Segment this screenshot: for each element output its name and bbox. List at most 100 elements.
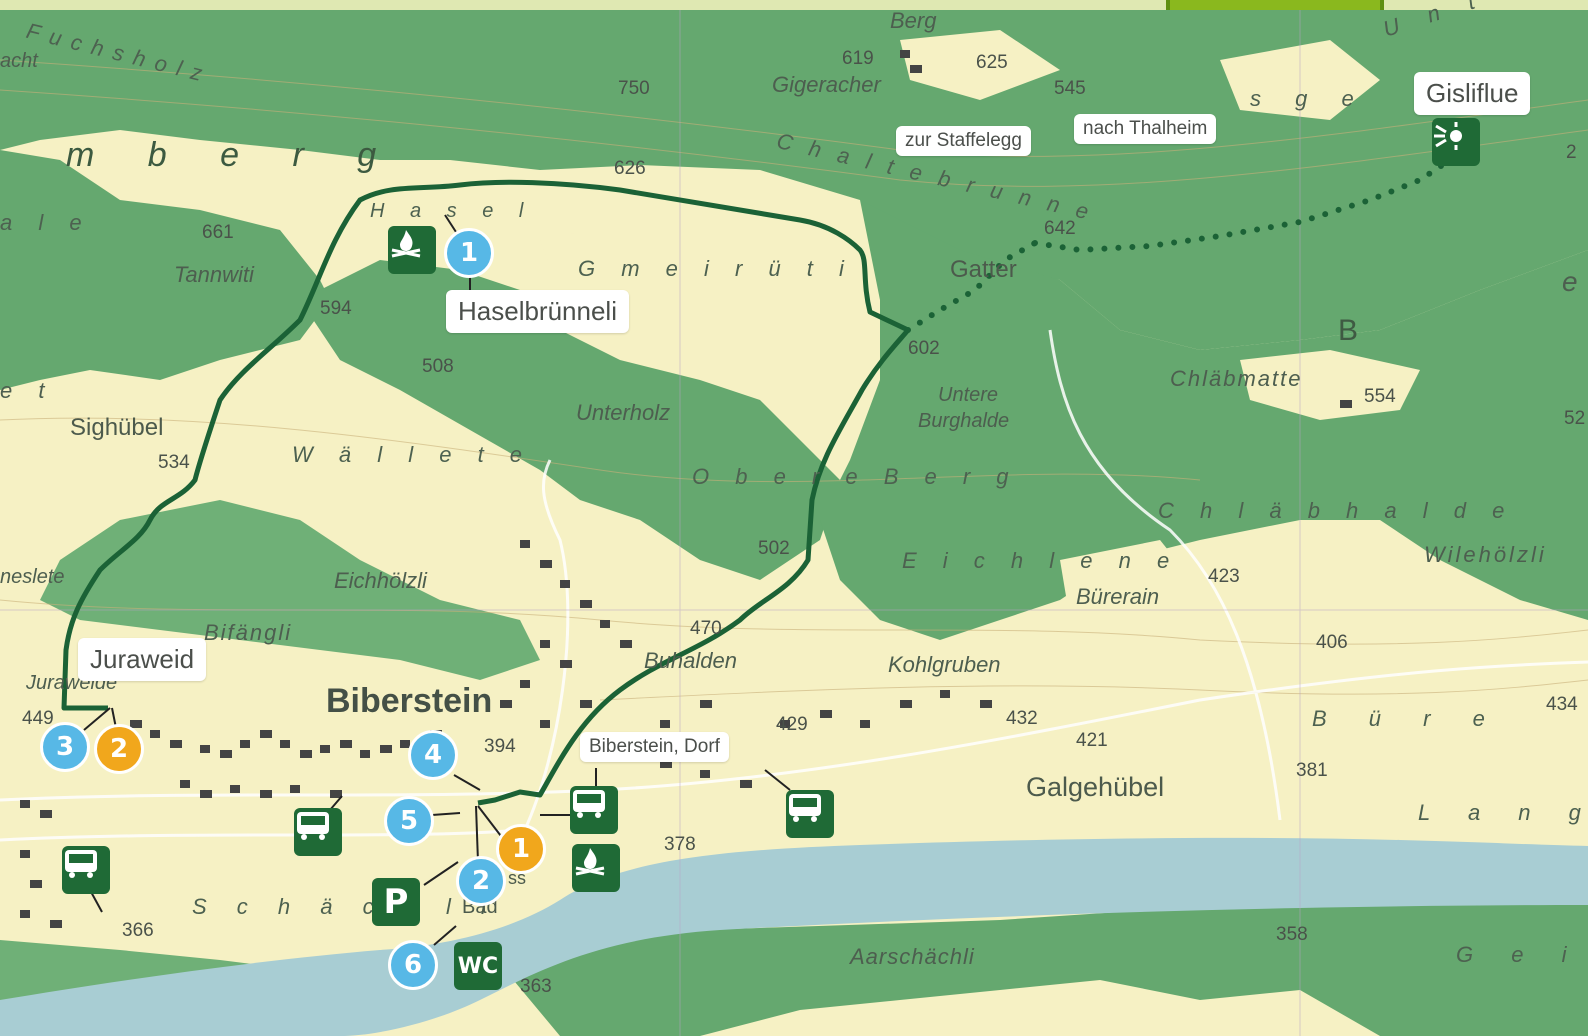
place-label-kohlgruben: Kohlgruben <box>888 652 1001 677</box>
campfire-icon[interactable] <box>388 226 436 274</box>
buildings <box>20 50 1352 928</box>
elevation-label: 661 <box>202 222 234 243</box>
callout-haselbrunneli[interactable]: Haselbrünneli <box>446 290 629 333</box>
marker-blue-1[interactable]: 1 <box>444 228 494 278</box>
place-label-galgehubel: Galgehübel <box>1026 772 1165 802</box>
elevation-label: 545 <box>1054 78 1086 99</box>
elevation-label: 406 <box>1316 632 1348 653</box>
place-label-neslete: neslete <box>0 566 65 588</box>
region-label-mberg: m b e r g <box>66 136 399 174</box>
marker-blue-5[interactable]: 5 <box>384 796 434 846</box>
elevation-label: 626 <box>614 158 646 179</box>
wc-icon[interactable]: WC <box>454 942 502 990</box>
forest-river-south <box>480 880 1588 1036</box>
elevation-label: 381 <box>1296 760 1328 781</box>
elevation-label: 378 <box>664 834 696 855</box>
marker-blue-3[interactable]: 3 <box>40 722 90 772</box>
forest-north <box>0 10 1588 350</box>
region-label-ale: a l e <box>0 210 92 235</box>
elevation-label: 432 <box>1006 708 1038 729</box>
region-label-wallete: W ä l l e t e <box>292 442 533 467</box>
place-label-eichholzli: Eichhölzli <box>334 568 427 593</box>
elevation-label: 449 <box>22 708 54 729</box>
elevation-label: 421 <box>1076 730 1108 751</box>
forest-west <box>0 150 330 390</box>
viewpoint-icon[interactable] <box>1432 118 1480 166</box>
region-label-schachli: S c h ä c h l i <box>192 894 498 919</box>
region-label-hasel: H a s e l <box>370 200 534 222</box>
region-label-bure: B ü r e <box>1312 706 1503 731</box>
region-label-gmeiruti: G m e i r ü t i <box>578 256 854 281</box>
hiking-route <box>61 179 911 806</box>
grid-lines <box>0 10 1588 1036</box>
place-label-burghalde: Burghalde <box>918 410 1010 432</box>
place-label-berg: Berg <box>890 8 937 33</box>
elevation-label: 554 <box>1364 386 1396 407</box>
elevation-label: 2 <box>1566 142 1577 163</box>
place-label-untere: Untere <box>938 384 999 406</box>
elevation-label: 470 <box>690 618 722 639</box>
place-label-gatter: Gatter <box>950 256 1017 283</box>
place-label-buhalden: Buhalden <box>644 648 737 673</box>
bus-stop-icon[interactable] <box>62 846 110 894</box>
place-label-unterholz: Unterholz <box>576 400 671 425</box>
dotted-trail-gatter <box>905 240 1038 333</box>
elevation-label: 508 <box>422 356 454 377</box>
place-label-bifangli: Bifängli <box>204 620 293 645</box>
river-aare <box>0 837 1588 1036</box>
place-label-gigeracher: Gigeracher <box>772 72 881 97</box>
region-label-sge: s g e <box>1250 86 1368 111</box>
bus-stop-icon[interactable] <box>570 786 618 834</box>
region-label-eichlene: E i c h l e n e <box>902 548 1180 573</box>
marker-orange-1[interactable]: 1 <box>496 824 546 874</box>
callout-nach-thalheim[interactable]: nach Thalheim <box>1074 114 1217 144</box>
campfire-icon[interactable] <box>572 844 620 892</box>
place-label-aarschachli: Aarschächli <box>850 944 975 969</box>
elevation-label: 52 <box>1564 408 1586 429</box>
elevation-label: 602 <box>908 338 940 359</box>
elevation-label: 625 <box>976 52 1008 73</box>
dotted-trail-gisliflue <box>1032 157 1453 254</box>
parking-icon[interactable]: P <box>372 878 420 926</box>
bus-stop-icon[interactable] <box>786 790 834 838</box>
marker-blue-2[interactable]: 2 <box>456 856 506 906</box>
elevation-label: 594 <box>320 298 352 319</box>
forest-center <box>300 260 840 580</box>
elevation-label: 423 <box>1208 566 1240 587</box>
region-label-geis: G e i s <box>1456 942 1588 967</box>
place-label-sighubel: Sighübel <box>70 414 164 441</box>
place-label-burerain: Bürerain <box>1076 584 1160 609</box>
elevation-label: 434 <box>1546 694 1578 715</box>
place-label-acht: acht <box>0 50 38 72</box>
region-label-lang: L a n g <box>1418 800 1588 825</box>
elevation-label: 502 <box>758 538 790 559</box>
region-label-obere-berg: O b e r e B e r g <box>692 464 1019 489</box>
elevation-label: 642 <box>1044 218 1076 239</box>
marker-orange-2[interactable]: 2 <box>94 724 144 774</box>
marker-blue-4[interactable]: 4 <box>408 730 458 780</box>
forest-middle <box>40 500 540 680</box>
place-label-chlabmatte: Chläbmatte <box>1170 366 1303 391</box>
bus-stop-icon[interactable] <box>294 808 342 856</box>
elevation-label: 429 <box>776 714 808 735</box>
callout-zur-staffelegg[interactable]: zur Staffelegg <box>896 126 1031 156</box>
elevation-label: 619 <box>842 48 874 69</box>
callout-juraweid[interactable]: Juraweid <box>78 638 207 681</box>
elevation-label: 363 <box>520 976 552 997</box>
elevation-label: 358 <box>1276 924 1308 945</box>
forest-east <box>820 200 1588 640</box>
place-label-b: B <box>1338 314 1359 347</box>
top-band <box>0 0 1588 10</box>
callout-biberstein-dorf[interactable]: Biberstein, Dorf <box>580 732 729 762</box>
marker-blue-6[interactable]: 6 <box>388 940 438 990</box>
elevation-label: 366 <box>122 920 154 941</box>
place-label-e: e <box>1562 266 1578 297</box>
top-badge <box>1166 0 1384 10</box>
callout-gisliflue[interactable]: Gisliflue <box>1414 72 1531 115</box>
town-label-biberstein: Biberstein <box>326 682 493 720</box>
elevation-label: 534 <box>158 452 190 473</box>
place-label-tannwiti: Tannwiti <box>174 262 254 287</box>
region-label-chlabhalde: C h l ä b h a l d e <box>1158 498 1515 523</box>
